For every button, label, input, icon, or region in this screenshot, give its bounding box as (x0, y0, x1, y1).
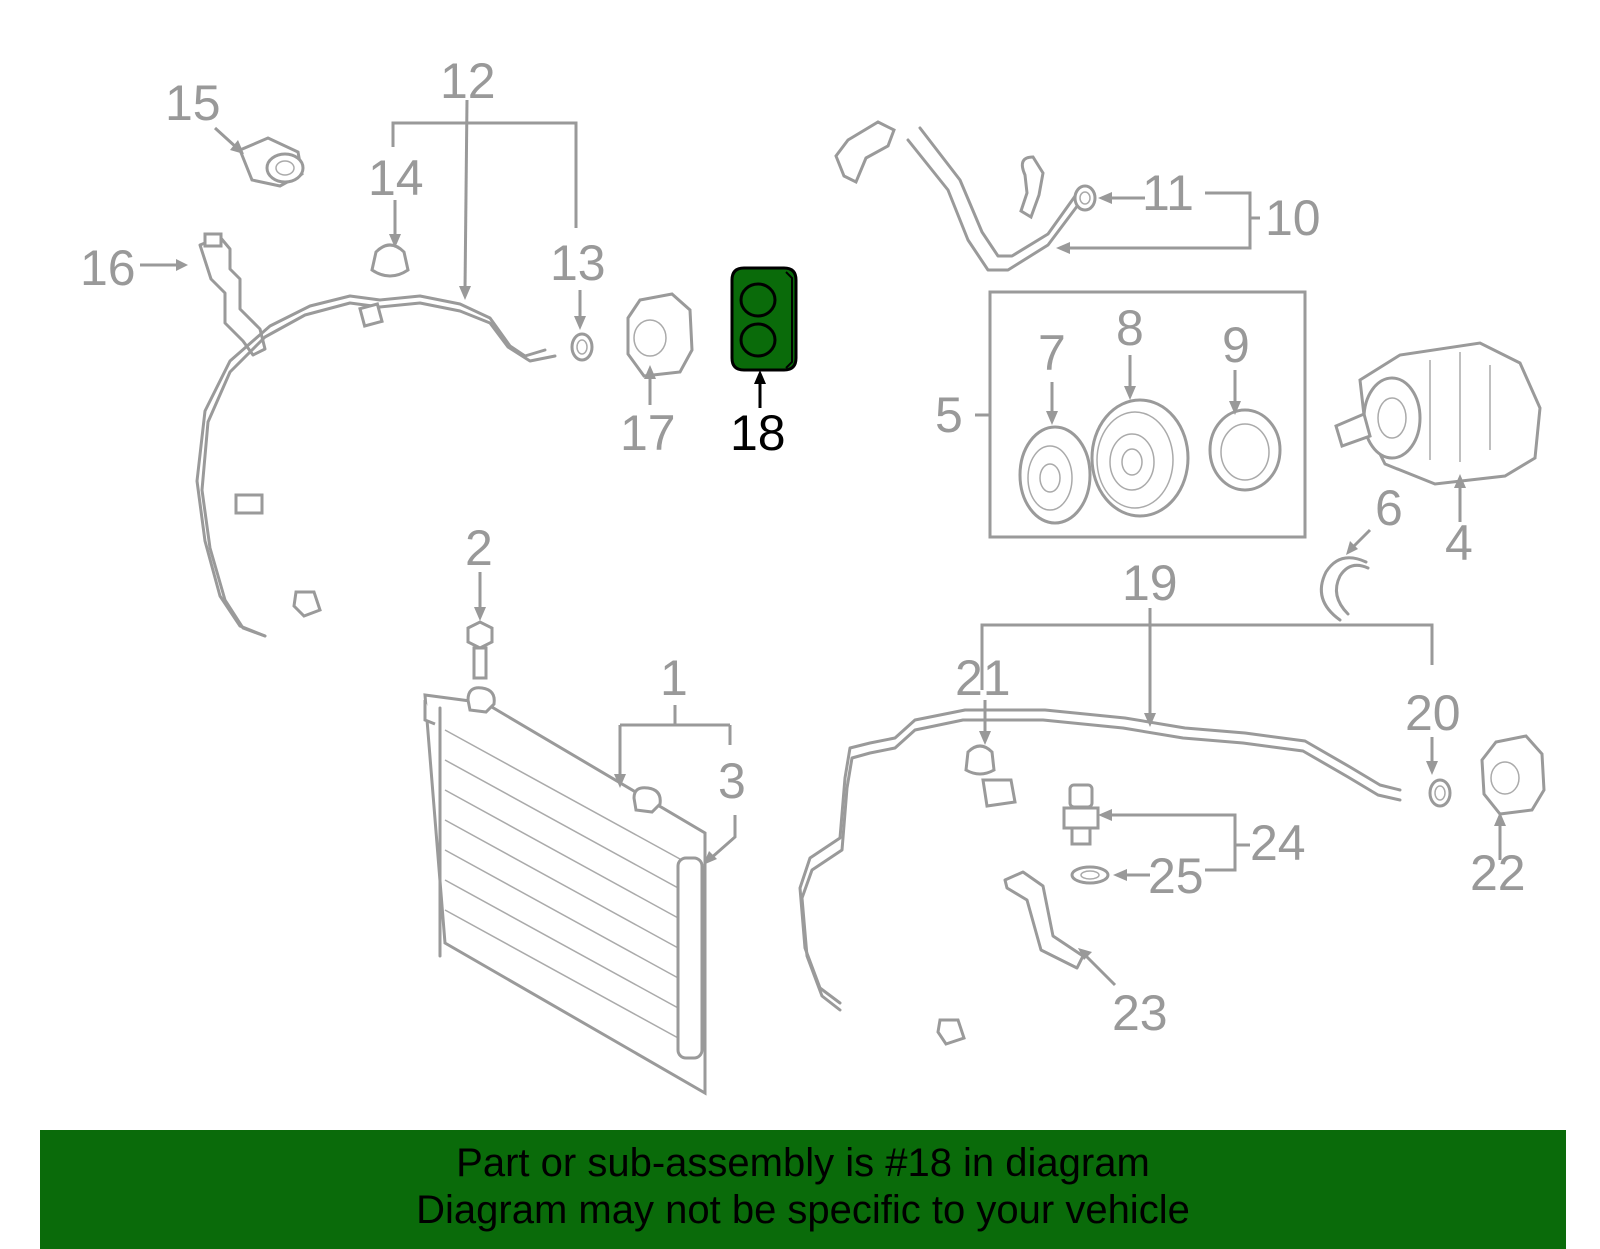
part-21-cap[interactable] (964, 744, 996, 776)
part-22-fitting[interactable] (1480, 734, 1546, 816)
callout-13: 13 (550, 235, 606, 291)
part-18-grommet[interactable] (730, 266, 798, 372)
part-10-suction-hose[interactable] (834, 120, 1080, 272)
callout-7: 7 (1038, 325, 1066, 381)
leader-lines (140, 99, 1506, 987)
callout-23: 23 (1112, 985, 1168, 1041)
part-24-pressure-switch[interactable] (1062, 783, 1100, 846)
banner-line-1: Part or sub-assembly is #18 in diagram (456, 1141, 1150, 1185)
callout-18: 18 (730, 405, 786, 461)
part-7-clutch-hub[interactable] (1018, 425, 1092, 525)
callout-21: 21 (955, 650, 1011, 706)
callout-5: 5 (935, 387, 963, 443)
callout-10: 10 (1265, 190, 1321, 246)
part-15-clip[interactable] (238, 136, 305, 188)
part-16-bracket[interactable] (198, 232, 267, 357)
part-13-o-ring[interactable] (570, 332, 594, 362)
part-20-o-ring[interactable] (1428, 778, 1452, 808)
callout-4: 4 (1445, 515, 1473, 571)
callout-24: 24 (1250, 815, 1306, 871)
callout-3: 3 (718, 753, 746, 809)
callout-6: 6 (1375, 480, 1403, 536)
callout-1: 1 (660, 650, 688, 706)
info-banner: Part or sub-assembly is #18 in diagram D… (40, 1130, 1566, 1249)
callout-8: 8 (1116, 300, 1144, 356)
callout-15: 15 (165, 75, 221, 131)
callout-11: 11 (1142, 165, 1194, 221)
callout-14: 14 (368, 150, 424, 206)
callout-9: 9 (1222, 317, 1250, 373)
callout-2: 2 (465, 520, 493, 576)
part-11-o-ring[interactable] (1073, 184, 1097, 212)
part-2-bolt[interactable] (466, 620, 494, 680)
part-3-receiver-drier[interactable] (676, 856, 704, 1060)
part-17-fitting[interactable] (626, 292, 694, 378)
callout-12: 12 (440, 53, 496, 109)
part-12-hose[interactable] (195, 294, 557, 638)
part-1-condenser[interactable] (423, 686, 707, 1096)
part-25-o-ring[interactable] (1070, 865, 1110, 885)
part-8-pulley[interactable] (1090, 398, 1190, 518)
callout-19: 19 (1122, 555, 1178, 611)
callout-16: 16 (80, 240, 136, 296)
callout-20: 20 (1405, 685, 1461, 741)
callout-25: 25 (1148, 848, 1204, 904)
part-19-liquid-tube[interactable] (798, 708, 1402, 1046)
banner-line-2: Diagram may not be specific to your vehi… (416, 1188, 1190, 1232)
part-9-field-coil[interactable] (1208, 408, 1282, 492)
part-6-snap-ring[interactable] (1319, 556, 1370, 622)
part-14-cap[interactable] (370, 243, 410, 278)
callout-17: 17 (620, 405, 676, 461)
callout-labels: 15 12 14 16 13 17 18 11 10 7 8 9 5 4 6 2… (80, 53, 1526, 1041)
part-23-bracket[interactable] (1003, 870, 1085, 970)
part-4-compressor[interactable] (1334, 341, 1542, 486)
callout-22: 22 (1470, 845, 1526, 901)
